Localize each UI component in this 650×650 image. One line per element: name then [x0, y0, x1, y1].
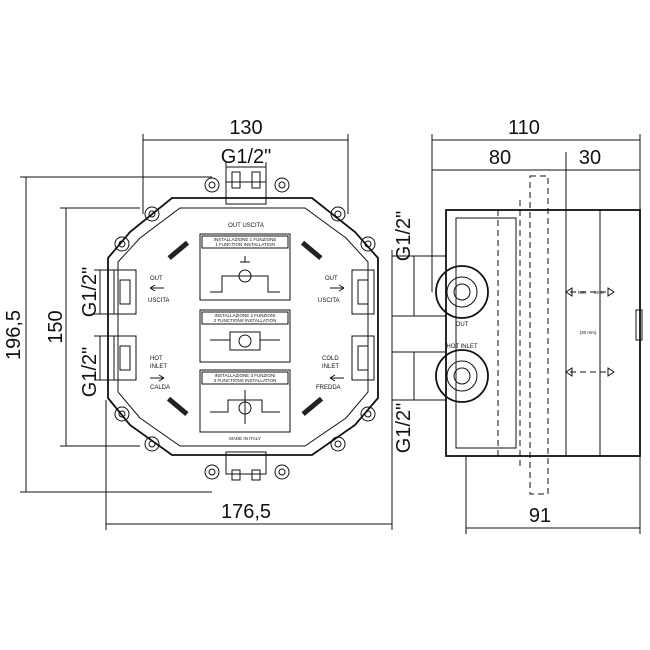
front-body-inner-outline [117, 207, 369, 447]
dim-130: 130 [229, 117, 262, 139]
panel1-line2: 1 FUNCTION INSTALLATION [215, 242, 275, 247]
panel3-line1: INSTALLAZIONE 3 FUNZIONI [215, 373, 276, 378]
dim-right-thread-upper: G1/2" [393, 211, 415, 261]
dim-top-thread: G1/2" [221, 146, 271, 168]
mounting-lugs [114, 177, 376, 480]
hot-label-1: HOT [150, 356, 163, 362]
dim-right-thread-lower: G1/2" [393, 403, 415, 453]
hot-in-arrow-icon [150, 374, 165, 382]
panel3-line2: 3 FUNCTIONS INSTALLATION [214, 378, 277, 383]
panel-2 [199, 309, 291, 363]
side-hot-label: HOT INLET [446, 344, 478, 350]
right-out-arrow-icon [330, 284, 345, 292]
bottom-connector [225, 451, 267, 475]
cold-in-arrow-icon [329, 374, 344, 382]
dim-196-5: 196,5 [3, 310, 25, 360]
dim-150: 150 [45, 310, 67, 343]
panel2-line2: 2 FUNCTIONS INSTALLATION [214, 318, 277, 323]
front-view: INSTALLAZIONE 1 FUNZIONE 1 FUNCTION INST… [3, 117, 393, 530]
side-out-label: OUT [456, 322, 469, 328]
side-body [445, 209, 641, 457]
dim-91: 91 [529, 505, 551, 527]
min-label: MIN [578, 290, 586, 295]
made-in-label: MADE IN ITALY [229, 436, 261, 441]
left-out-label-2: USCITA [148, 298, 170, 304]
side-out-port [435, 265, 489, 319]
min-max-arrow-icon [565, 287, 615, 297]
depth-note: (30 mm) [580, 330, 597, 335]
dim-left-thread-lower: G1/2" [79, 347, 101, 397]
dim-110: 110 [508, 117, 540, 139]
side-ports [113, 269, 375, 381]
left-out-label-1: OUT [150, 276, 163, 282]
hot-label-3: CALDA [150, 385, 170, 391]
max-label: MAX [594, 290, 604, 295]
side-view: OUT HOT INLET MIN MAX (30 mm) 110 80 30 … [392, 117, 643, 534]
brand-logo-marks [166, 240, 324, 417]
hot-label-2: INLET [150, 364, 167, 370]
panel2-line1: INSTALLAZIONE 2 FUNZIONI [215, 313, 276, 318]
dim-176-5: 176,5 [221, 501, 271, 523]
left-out-arrow-icon [149, 284, 164, 292]
front-body-outline [107, 197, 379, 456]
panel1-line1: INSTALLAZIONE 1 FUNZIONE [214, 237, 277, 242]
cold-label-1: COLD [322, 356, 339, 362]
dim-30: 30 [579, 147, 601, 169]
right-out-label-2: USCITA [318, 298, 340, 304]
right-out-label-1: OUT [325, 276, 338, 282]
top-connector [225, 181, 267, 205]
dim-left-thread-upper: G1/2" [79, 267, 101, 317]
panel-3 [199, 369, 291, 433]
instruction-panels: INSTALLAZIONE 1 FUNZIONE 1 FUNCTION INST… [199, 233, 291, 441]
top-out-label: OUT USCITA [228, 223, 264, 229]
cold-label-2: INLET [322, 364, 339, 370]
side-plate [529, 175, 549, 495]
dim-80: 80 [489, 147, 511, 169]
panel-1 [199, 233, 291, 301]
cold-label-3: FREDDA [316, 385, 341, 391]
side-hot-port [435, 349, 489, 403]
